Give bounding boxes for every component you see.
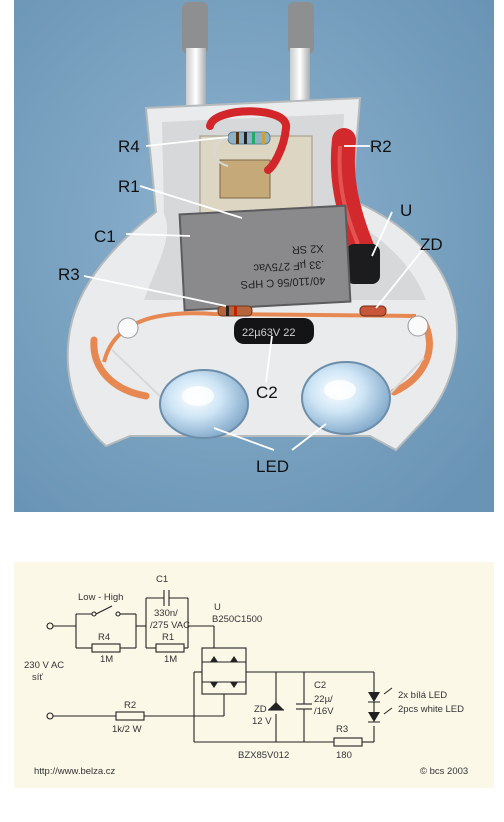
resistor-r4 (213, 131, 271, 167)
switch-label: Low - High (78, 592, 123, 603)
r3-value: 180 (336, 750, 352, 761)
resistor-r3 (217, 305, 253, 317)
source-url: http://www.belza.cz (34, 766, 116, 777)
label-r3: R3 (58, 265, 80, 284)
c2-print: 22µ63V 22 (242, 327, 295, 339)
led-label-2: 2pcs white LED (398, 704, 464, 715)
label-r4: R4 (118, 137, 140, 156)
label-zd: ZD (420, 235, 443, 254)
zener-zd (359, 305, 387, 317)
zd-name: ZD (254, 704, 267, 715)
red-wire-top (206, 107, 290, 174)
c1-name: C1 (156, 574, 168, 585)
capacitor-c1: 40/110/56 C HPS .33 µF 275Vac X2 SR (178, 204, 352, 312)
label-r2: R2 (370, 137, 392, 156)
mains-label-1: 230 V AC (24, 660, 64, 671)
mains-label-2: síť (32, 672, 43, 683)
label-c1: C1 (94, 227, 116, 246)
led-label-1: 2x bílá LED (398, 690, 447, 701)
c2-value-2: /16V (314, 706, 334, 717)
c1-print-line-1: 40/110/56 C HPS (240, 274, 325, 290)
led-right (301, 361, 391, 435)
c1-print-line-3: X2 SR (291, 242, 323, 256)
c2-name: C2 (314, 680, 326, 691)
u-name: U (214, 602, 221, 613)
c1-value-2: /275 VAC (150, 620, 190, 631)
label-r1: R1 (118, 177, 140, 196)
led-left (159, 369, 249, 439)
zd-value: 12 V (252, 716, 272, 727)
schematic-background (14, 562, 494, 788)
r4-name: R4 (98, 632, 110, 643)
r3-name: R3 (336, 724, 348, 735)
r4-value: 1M (100, 654, 113, 665)
r1-value: 1M (164, 654, 177, 665)
zd-part: BZX85V012 (238, 750, 289, 761)
r2-name: R2 (124, 700, 136, 711)
circuit-schematic: Low - High C1 330n/ /275 VAC U B250C1500… (14, 562, 494, 788)
c1-print-line-2: .33 µF 275Vac (253, 258, 325, 274)
r2-value: 1k/2 W (112, 724, 142, 735)
rectifier-u (346, 244, 380, 284)
resistor-r2-sleeve (330, 128, 376, 264)
c2-value-1: 22µ/ (314, 694, 333, 705)
u-part: B250C1500 (212, 614, 262, 625)
label-led: LED (256, 457, 289, 476)
c1-value-1: 330n/ (154, 608, 178, 619)
copyright: © bcs 2003 (420, 766, 468, 777)
r1-name: R1 (162, 632, 174, 643)
capacitor-c2: 22µ63V 22 (234, 318, 314, 344)
label-c2: C2 (256, 383, 278, 402)
label-u: U (400, 201, 412, 220)
circuit-photo: 40/110/56 C HPS .33 µF 275Vac X2 SR 22µ6… (14, 0, 494, 512)
plug-pins (182, 2, 314, 108)
